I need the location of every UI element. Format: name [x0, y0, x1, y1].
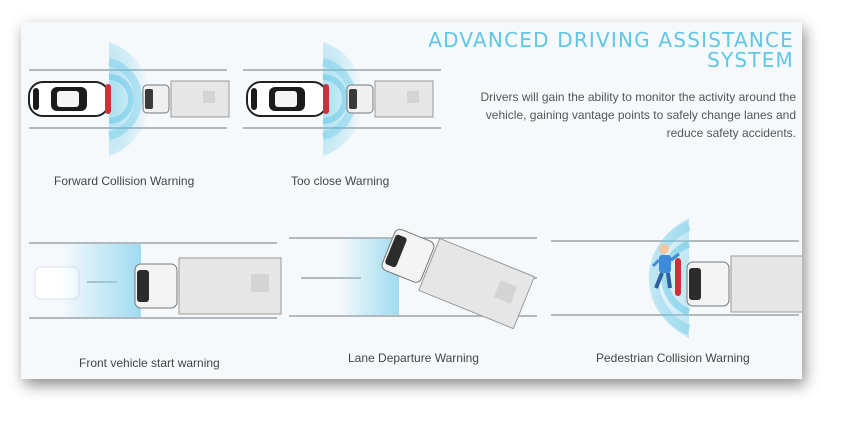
label-front-vehicle-start: Front vehicle start warning [79, 356, 220, 370]
title-line-1: ADVANCED DRIVING ASSISTANCE [428, 28, 794, 52]
adas-card: ADVANCED DRIVING ASSISTANCE SYSTEM Drive… [21, 22, 802, 379]
title-line-2: SYSTEM [707, 48, 794, 72]
description: Drivers will gain the ability to monitor… [480, 90, 796, 140]
page-title: ADVANCED DRIVING ASSISTANCE SYSTEM [428, 30, 794, 70]
pedestrian-collision-illustration [551, 218, 802, 338]
label-forward-collision: Forward Collision Warning [54, 174, 195, 188]
label-too-close: Too close Warning [291, 174, 390, 188]
front-vehicle-start-illustration [29, 242, 282, 319]
label-lane-departure: Lane Departure Warning [348, 351, 479, 365]
lane-departure-illustration [289, 221, 537, 330]
adas-illustrations [28, 42, 802, 338]
forward-collision-illustration [28, 42, 230, 156]
too-close-illustration [243, 42, 441, 156]
label-pedestrian-collision: Pedestrian Collision Warning [596, 351, 750, 365]
